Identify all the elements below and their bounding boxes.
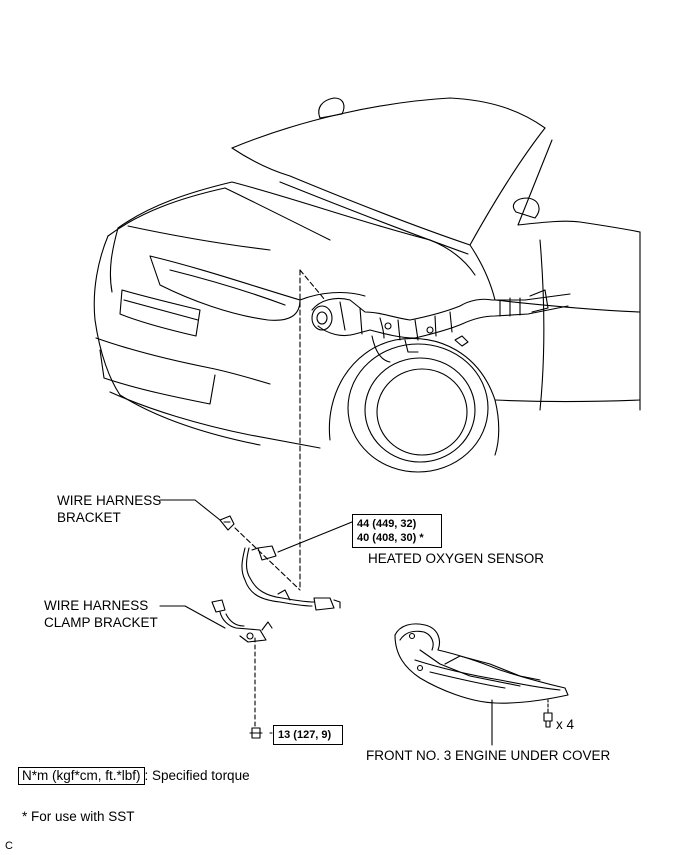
leader-lines [159,269,549,746]
exhaust-manifold-assembly [311,289,571,363]
wire-harness-bracket [219,515,235,531]
torque-unit-box: N*m (kgf*cm, ft.*lbf) [18,767,145,785]
wire-harness-bracket-label-line1: WIRE HARNESS [57,493,162,508]
sensor-torque-box: 44 (449, 32) 40 (408, 30) * [352,514,442,548]
sst-footnote: * For use with SST [22,809,135,824]
torque-legend: N*m (kgf*cm, ft.*lbf): Specified torque [18,767,250,785]
bolt [249,727,263,739]
wire-harness-clamp-bracket [211,599,273,643]
heated-oxygen-sensor-label: HEATED OXYGEN SENSOR [368,551,545,566]
bolt-count-label: x 4 [556,717,575,732]
sensor-torque-line2-value: 40 (408, 30) [357,532,417,544]
sensor-torque-line2: 40 (408, 30) * [357,531,437,545]
heated-oxygen-sensor [241,545,341,611]
sensor-torque-line2-mark: * [419,532,424,544]
bracket-bolt-torque-box: 13 (127, 9) [273,725,343,745]
engine-under-cover [394,623,569,704]
wire-harness-clamp-label-line2: CLAMP BRACKET [44,615,158,630]
wire-harness-bracket-label-line2: BRACKET [57,510,121,525]
front-under-cover-label: FRONT NO. 3 ENGINE UNDER COVER [366,748,611,763]
torque-unit-desc: : Specified torque [144,768,250,783]
under-cover-bolt [543,712,553,728]
wire-harness-clamp-label-line1: WIRE HARNESS [44,598,149,613]
corner-mark: C [5,840,13,852]
car-body-outline [93,97,641,473]
sensor-torque-line1: 44 (449, 32) [357,518,417,530]
